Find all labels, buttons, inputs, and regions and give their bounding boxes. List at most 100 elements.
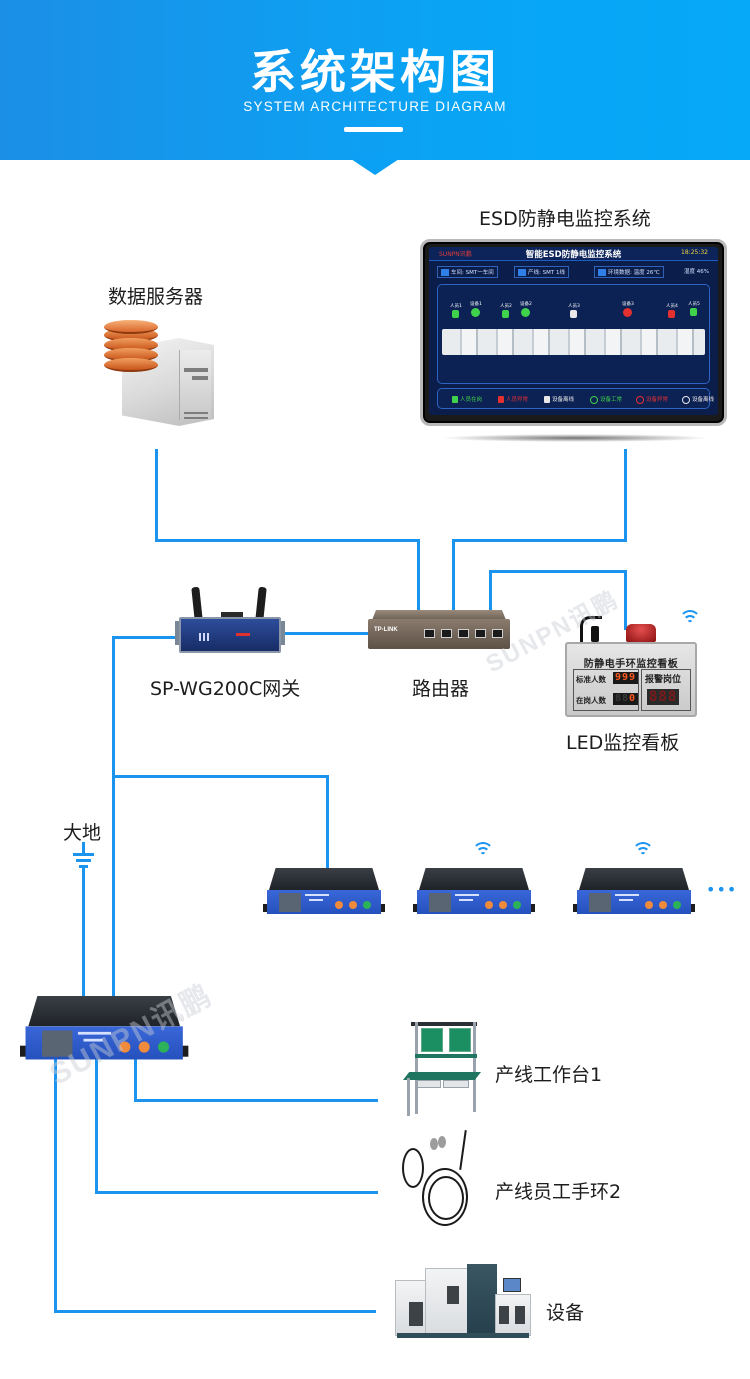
- machine-screen: [503, 1278, 521, 1292]
- server-vent: [184, 417, 208, 419]
- screen-legend: 人员在岗人员异常设备离线设备工常设备异常设备离线: [437, 388, 714, 409]
- bench-leg: [407, 1078, 410, 1116]
- marker-label: 设备1: [470, 302, 482, 307]
- screen-info-env: 环境数据: 温度 26℃: [594, 266, 664, 278]
- legend-item: 设备离线: [682, 395, 714, 404]
- wifi-icon: [471, 842, 495, 860]
- marker-label: 设备2: [520, 302, 532, 307]
- strap-lead: [459, 1130, 467, 1170]
- led-frame-left: [573, 669, 639, 711]
- router-icon: TP-LINK: [368, 610, 510, 652]
- monitor-system-label: ESD防静电监控系统: [479, 208, 651, 230]
- legend-item: 人员异常: [498, 395, 528, 403]
- wire-esd1-drop: [326, 775, 329, 871]
- legend-text: 人员异常: [506, 397, 529, 403]
- bench-panel: [421, 1028, 443, 1052]
- page-title: 系统架构图: [250, 45, 500, 99]
- equipment-icon: [395, 1258, 535, 1342]
- strap-clip: [438, 1136, 446, 1148]
- ethernet-port: [475, 629, 486, 638]
- status-led: [203, 633, 205, 641]
- bench-mid-shelf: [415, 1054, 477, 1058]
- machine-core: [467, 1264, 497, 1336]
- line-icon: [518, 269, 526, 276]
- bench-post: [473, 1022, 476, 1112]
- device-status-icon: [471, 308, 481, 317]
- esd-monitor-1: [263, 868, 385, 920]
- wire-monitor-across: [452, 539, 627, 542]
- header-banner: 系统架构图 SYSTEM ARCHITECTURE DIAGRAM: [0, 0, 750, 160]
- wire-ground: [82, 866, 85, 998]
- gateway-label: SP-WG200C网关: [150, 678, 301, 700]
- indicator-green: [158, 1041, 170, 1053]
- status-marker: 人员2: [500, 303, 512, 318]
- workshop-icon: [441, 269, 449, 276]
- machine-window: [447, 1286, 459, 1304]
- server-drive-slot: [184, 368, 208, 372]
- wire-monitor-to-router: [452, 539, 455, 614]
- esd-display: [589, 893, 611, 912]
- wire-to-workbench: [134, 1099, 378, 1102]
- marker-label: 人员1: [450, 304, 462, 309]
- power-cable: [580, 616, 602, 644]
- serial-port: [221, 612, 243, 618]
- monitor-shadow: [440, 434, 710, 442]
- env-icon: [598, 269, 606, 276]
- esd-model-text: [83, 1038, 103, 1042]
- gateway-brand-mark: [236, 633, 250, 636]
- workbench-icon: [403, 1020, 483, 1116]
- mount-ear: [279, 621, 285, 645]
- esd-model-text: [615, 894, 639, 896]
- alarm-station-label: 报警岗位: [645, 675, 682, 685]
- esd-model-text: [455, 894, 479, 896]
- wire-server-across: [155, 539, 420, 542]
- screen-info-line: 产线: SMT 1线: [514, 266, 569, 278]
- machine-base: [397, 1333, 529, 1338]
- on-duty-count-label: 在岗人数: [576, 696, 606, 705]
- ethernet-port: [424, 629, 435, 638]
- led-board-label: LED监控看板: [566, 732, 680, 754]
- esd-monitor-2: [413, 868, 535, 920]
- indicator-orange: [119, 1041, 131, 1053]
- ground-symbol-bar: [73, 853, 94, 856]
- wire-to-strap: [95, 1191, 378, 1194]
- person-icon: [668, 310, 676, 318]
- machine-window: [515, 1306, 525, 1324]
- legend-text: 人员在岗: [460, 397, 483, 403]
- more-devices-indicator: •••: [706, 880, 738, 899]
- status-marker: 人员3: [568, 303, 580, 318]
- screen-info-workshop: 车间: SMT一车间: [437, 266, 498, 278]
- ground-symbol-bar: [79, 865, 88, 868]
- marker-label: 人员3: [568, 304, 580, 309]
- machine-section: [495, 1294, 531, 1336]
- status-led: [199, 633, 201, 641]
- indicator-orange: [335, 901, 343, 909]
- strap-band: [402, 1148, 424, 1188]
- indicator-green: [673, 901, 681, 909]
- wire-router-led-down: [624, 570, 627, 630]
- router-front: TP-LINK: [368, 619, 510, 649]
- database-disk: [104, 320, 158, 334]
- esd-model-text: [309, 899, 323, 901]
- status-marker: 人员4: [666, 303, 678, 318]
- indicator-orange: [645, 901, 653, 909]
- bench-desk: [403, 1072, 481, 1080]
- page-subtitle: SYSTEM ARCHITECTURE DIAGRAM: [243, 99, 507, 114]
- ethernet-port: [458, 629, 469, 638]
- device-status-icon: [682, 395, 690, 404]
- on-duty-count-value: 880: [613, 693, 639, 705]
- humidity-text: 湿度 46%: [684, 269, 709, 275]
- esd-box-top: [269, 868, 379, 890]
- status-marker: 设备3: [622, 301, 634, 317]
- legend-item: 人员在岗: [452, 395, 482, 403]
- workshop-text: 车间: SMT一车间: [451, 270, 494, 276]
- wire-gateway-left: [112, 636, 182, 639]
- esd-monitor-3: [573, 868, 695, 920]
- ethernet-port: [492, 629, 503, 638]
- status-marker: 人员5: [688, 301, 700, 316]
- marker-label: 设备3: [622, 302, 634, 307]
- database-disk: [104, 358, 158, 372]
- indicator-green: [363, 901, 371, 909]
- wire-router-led-across: [489, 570, 627, 573]
- esd-display: [429, 893, 451, 912]
